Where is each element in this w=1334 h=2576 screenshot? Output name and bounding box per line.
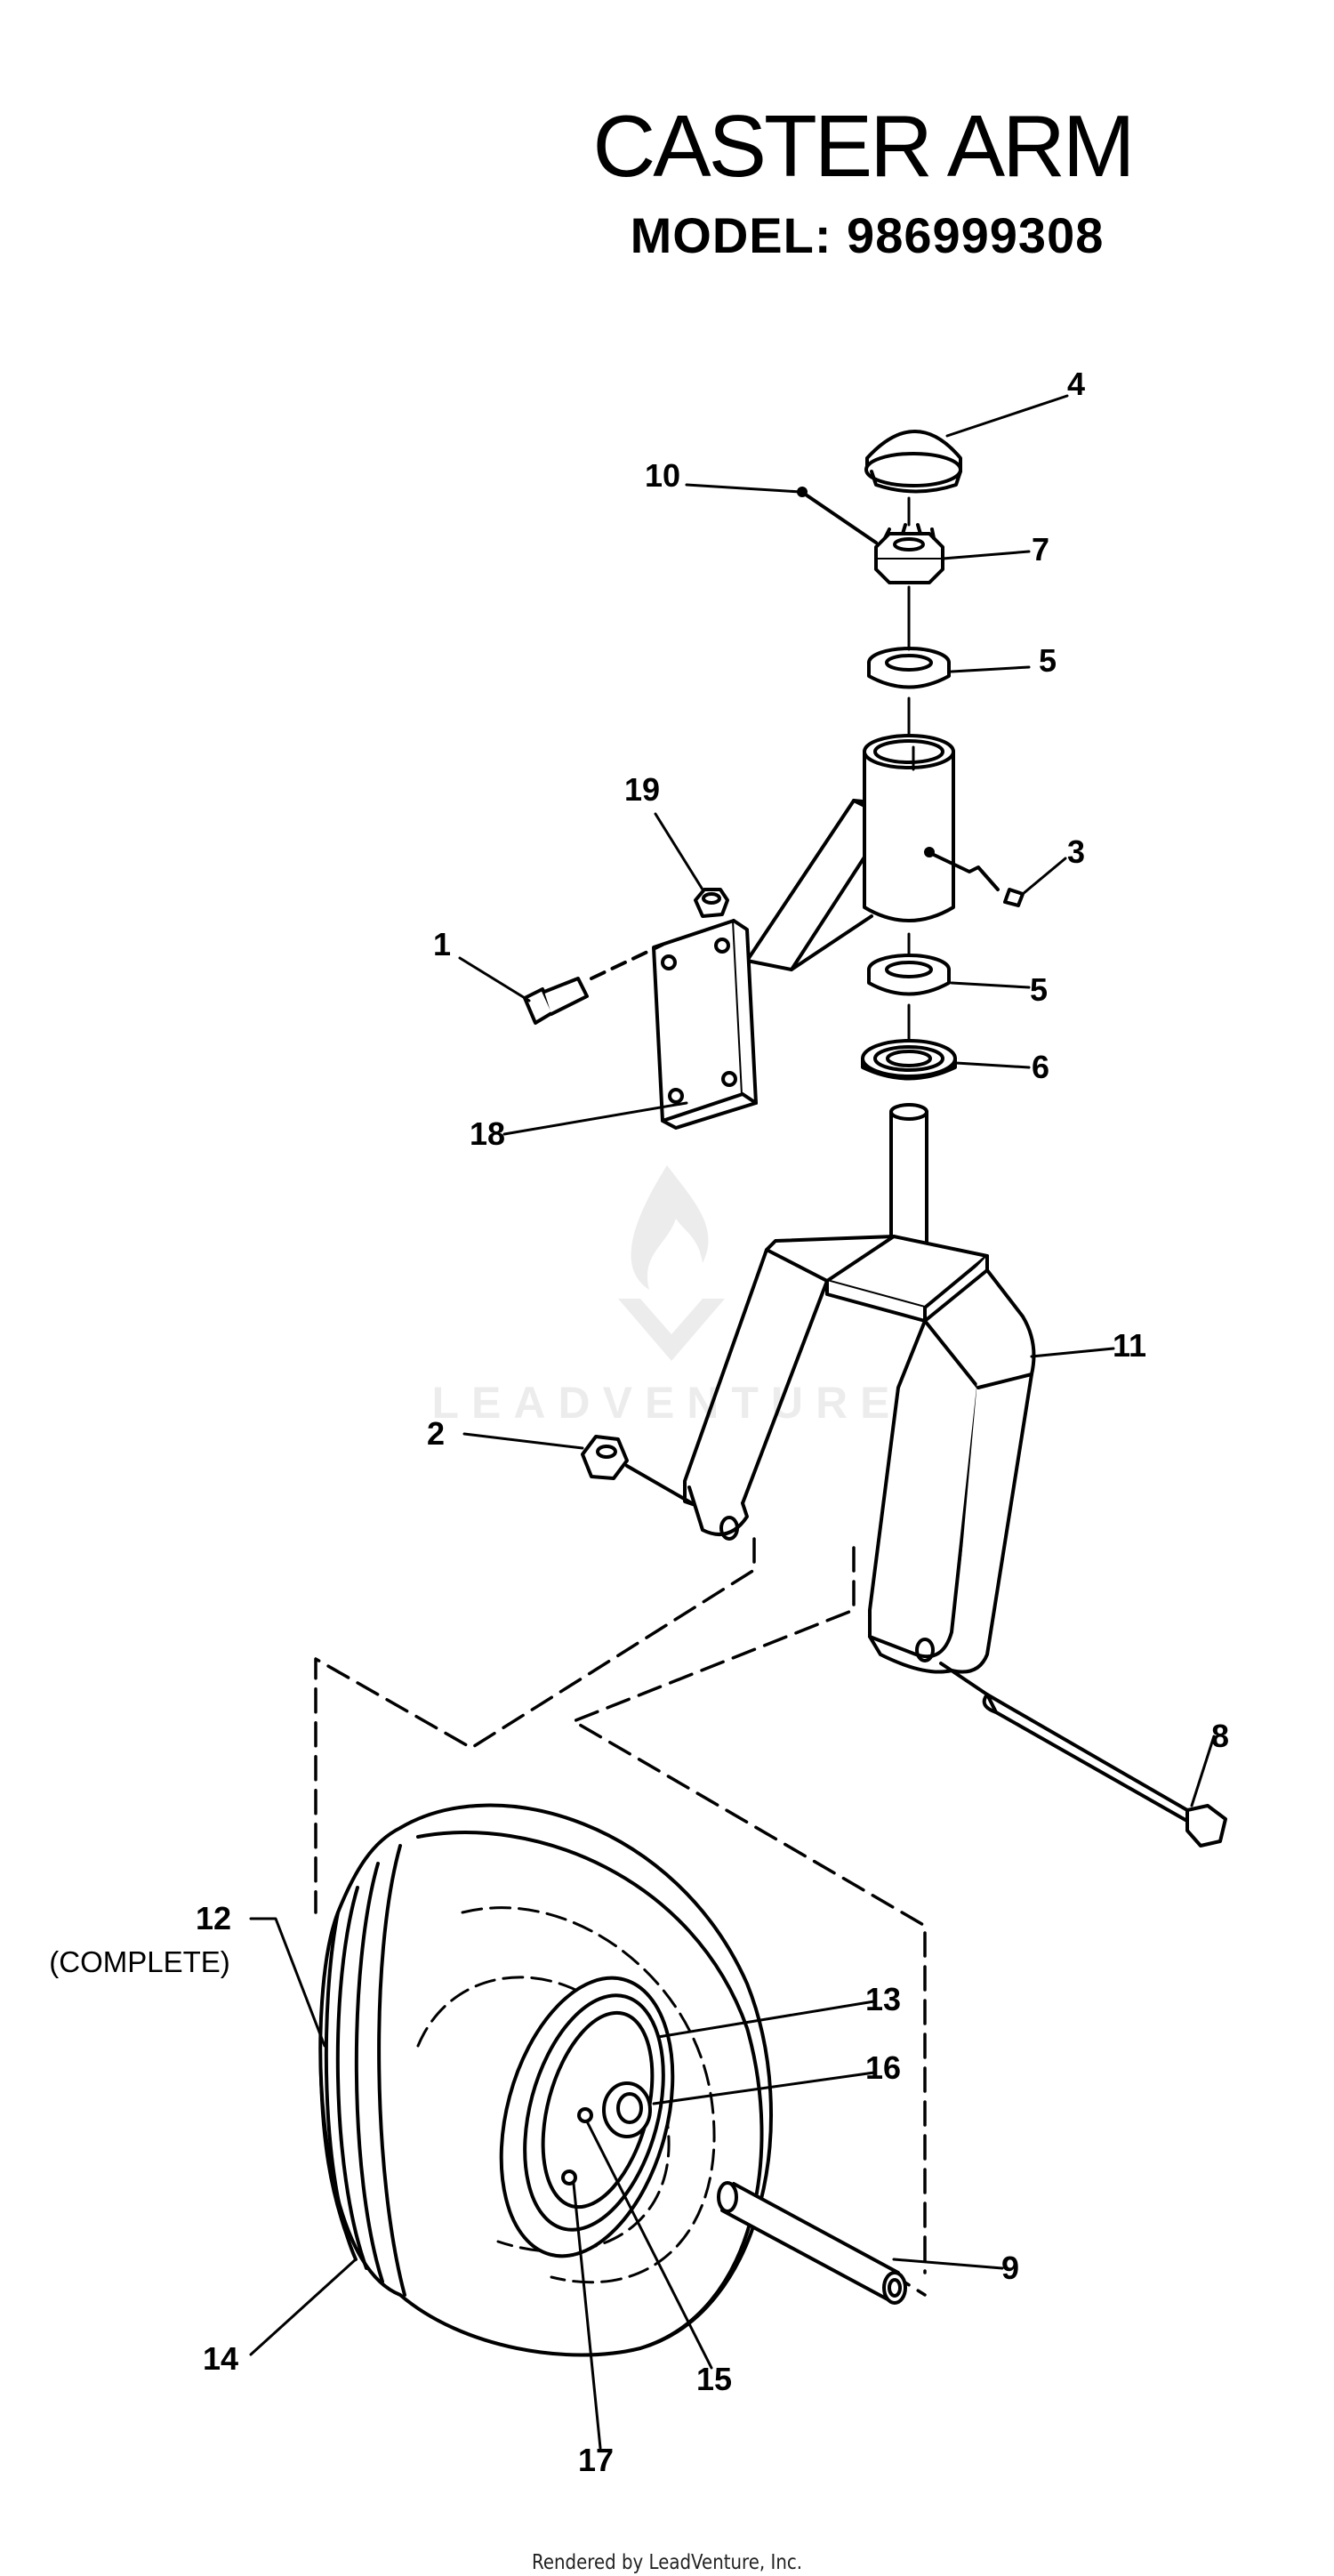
part-16-hub-bearing [602,2081,652,2138]
part-5-bearing-upper [867,647,951,689]
callout-1: 1 [432,926,452,962]
callout-2: 2 [426,1415,446,1452]
callout-16: 16 [864,2049,902,2086]
model-number: MODEL: 986999308 [630,207,1105,263]
callout-leader-lines [249,394,1216,2450]
callout-5-lower: 5 [1029,971,1049,1008]
part-19-nut [694,888,729,918]
part-5-bearing-lower [867,954,951,996]
part-9-spacer-tube [717,2181,907,2305]
part-3-grease-fitting [930,852,1025,907]
part-8-axle-bolt [939,1662,1227,1847]
callout-12: 12 [195,1900,232,1936]
part-6-seal [861,1039,957,1081]
part-17-valve-stem [561,2169,577,2186]
part-15-wheel-grease-fitting [577,2107,593,2123]
callout-9: 9 [1000,2250,1020,2286]
callout-3: 3 [1066,833,1086,870]
callout-19: 19 [623,771,661,808]
part-7-castle-nut [874,523,944,584]
part-1-bolt [523,943,664,1025]
callout-13: 13 [864,1981,902,2017]
watermark-text: LEADVENTURE [431,1378,903,1428]
part-2-locknut [581,1435,694,1505]
callout-6: 6 [1031,1049,1050,1085]
callout-7: 7 [1031,531,1050,568]
callout-18: 18 [469,1115,506,1152]
part-10-cotter-pin [797,487,878,544]
callout-11: 11 [1112,1327,1147,1364]
part-18-caster-arm-weldment [652,734,955,1130]
part-4-dust-cap [864,430,962,494]
callout-10: 10 [644,457,681,494]
callout-4: 4 [1066,366,1086,402]
footer-credit: Rendered by LeadVenture, Inc. [531,2551,803,2574]
part-11-caster-fork [683,1103,1036,1674]
diagram-title: CASTER ARM [592,97,1135,195]
callout-14: 14 [202,2340,239,2377]
callout-17: 17 [577,2442,615,2478]
complete-label: (COMPLETE) [49,1945,230,1978]
callout-8: 8 [1210,1718,1230,1754]
leadventure-logo-watermark [618,1165,725,1361]
callout-15: 15 [695,2361,733,2397]
callout-5-upper: 5 [1038,642,1057,679]
